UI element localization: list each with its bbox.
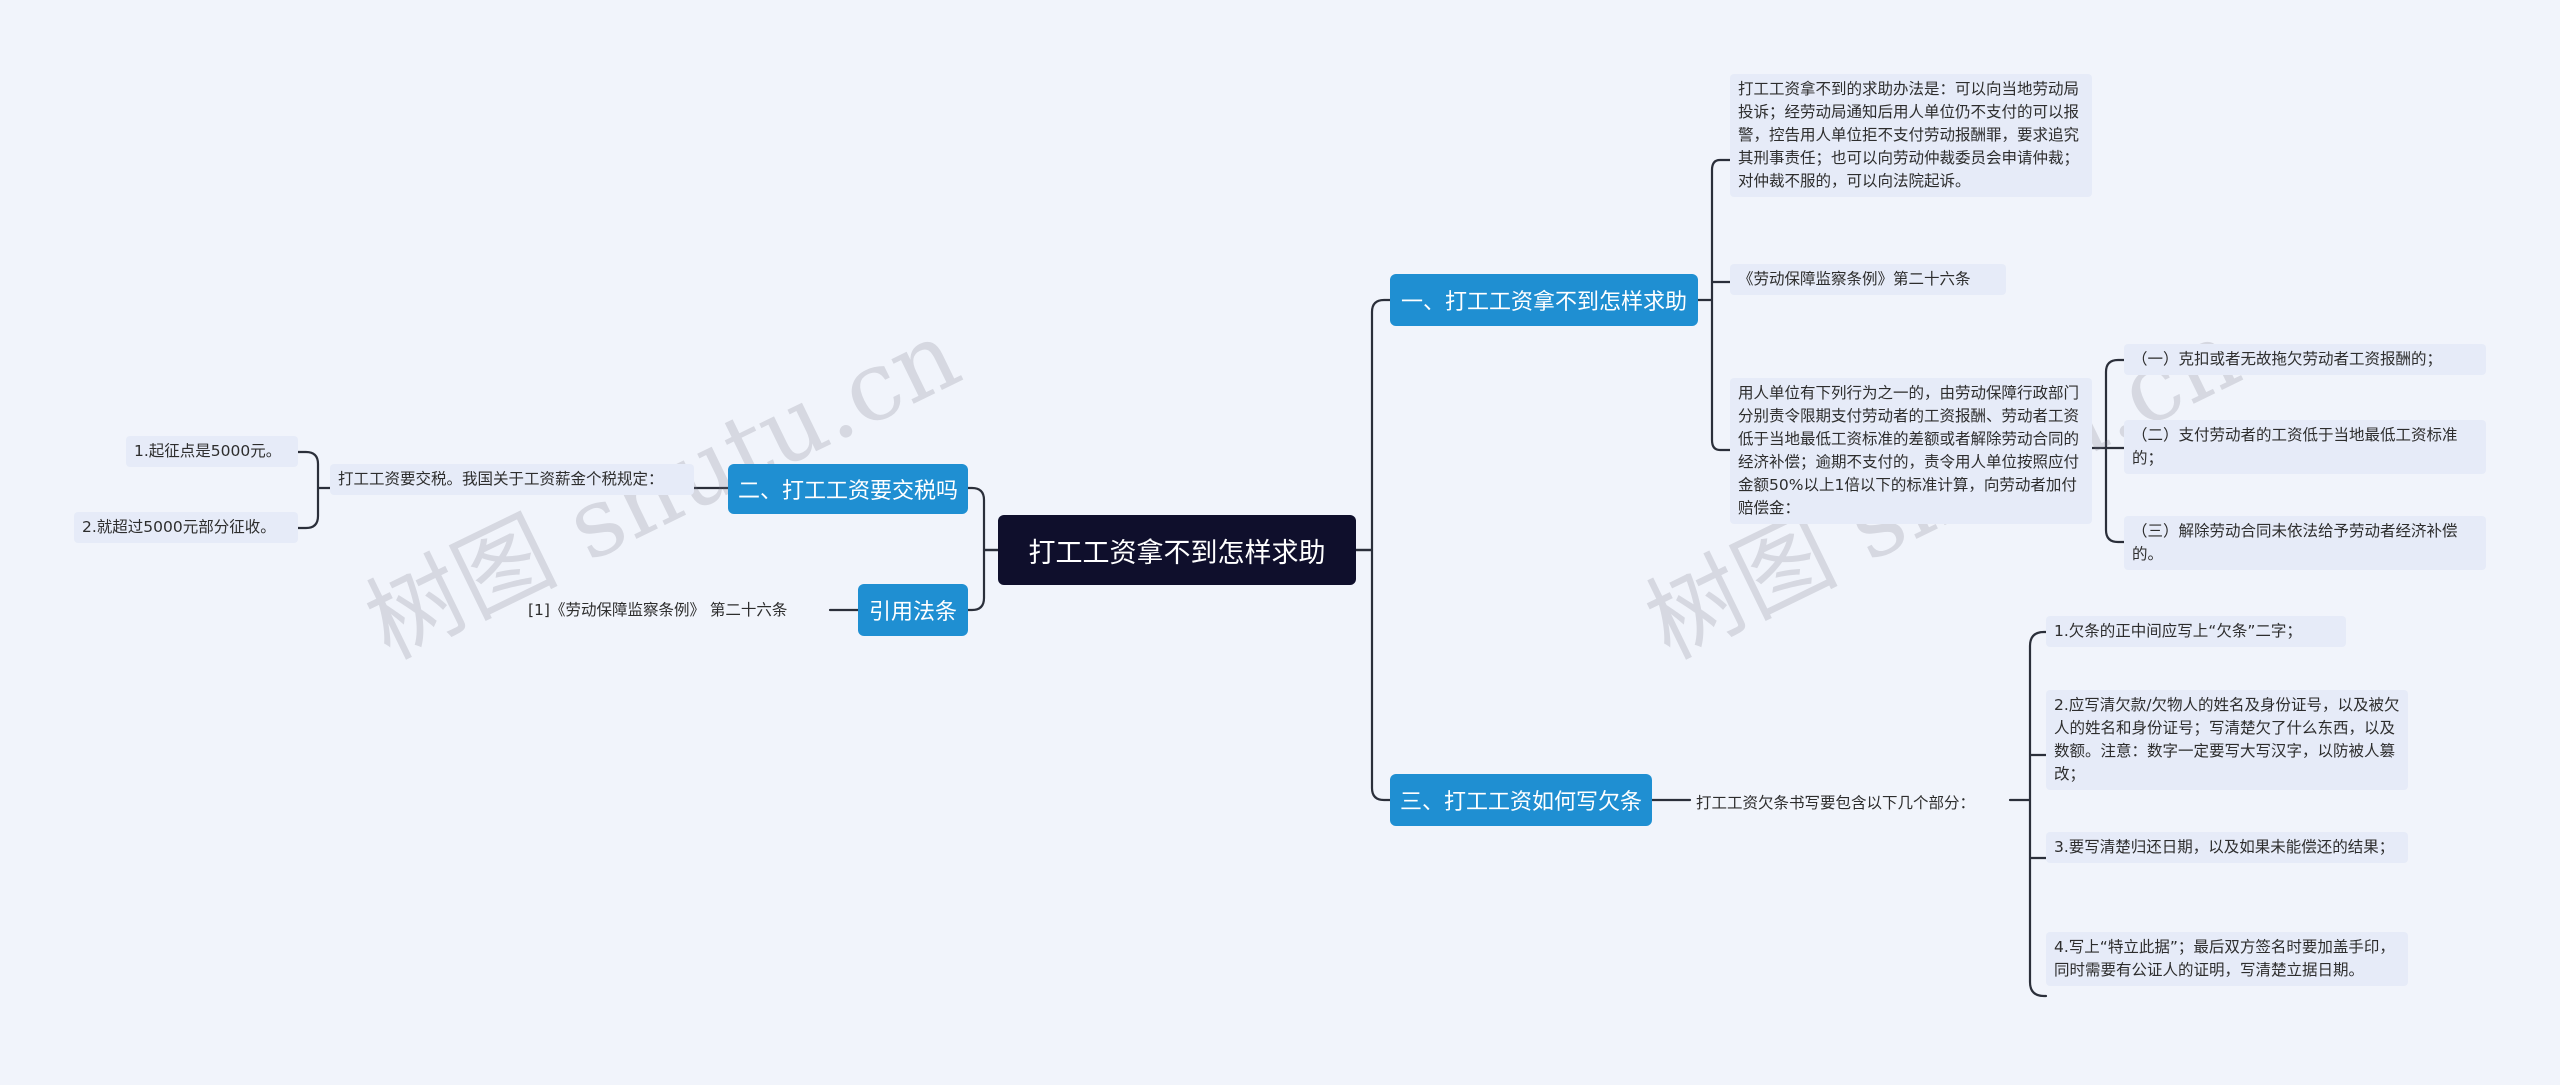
cited-law-text: [1]《劳动保障监察条例》 第二十六条 — [528, 601, 788, 619]
link-root-b2 — [966, 486, 1000, 552]
violation-item-1: （一）克扣或者无故拖欠劳动者工资报酬的； — [2124, 344, 2486, 375]
iou-parts-intro: 打工工资欠条书写要包含以下几个部分： — [1696, 794, 1976, 812]
branch-iou[interactable]: 三、打工工资如何写欠条 — [1390, 774, 1652, 826]
link-root-b3 — [966, 548, 1000, 612]
root-node[interactable]: 打工工资拿不到怎样求助 — [998, 515, 1356, 585]
branch-cited-law-label: 引用法条 — [868, 600, 957, 625]
branch-get-help[interactable]: 一、打工工资拿不到怎样求助 — [1390, 274, 1698, 326]
regulation-article-26: 《劳动保障监察条例》第二十六条 — [1730, 264, 2006, 295]
link-b4-grandchildren — [2008, 630, 2048, 998]
branch-tax[interactable]: 二、打工工资要交税吗 — [728, 464, 968, 514]
employer-violation-text: 用人单位有下列行为之一的，由劳动保障行政部门分别责令限期支付劳动者的工资报酬、劳… — [1730, 378, 2092, 524]
link-root-b4 — [1354, 548, 1392, 802]
link-b2-grandchildren — [296, 450, 332, 530]
branch-tax-label: 二、打工工资要交税吗 — [737, 479, 958, 504]
iou-part-1: 1.欠条的正中间应写上“欠条”二字； — [2046, 616, 2346, 647]
link-c3-children — [2090, 358, 2126, 544]
branch-iou-label: 三、打工工资如何写欠条 — [1399, 790, 1642, 815]
link-root-b1 — [1354, 298, 1392, 552]
violation-item-3: （三）解除劳动合同未依法给予劳动者经济补偿的。 — [2124, 516, 2486, 570]
tax-excess: 2.就超过5000元部分征收。 — [74, 512, 298, 543]
branch-cited-law[interactable]: 引用法条 — [858, 584, 968, 636]
tax-threshold: 1.起征点是5000元。 — [126, 436, 298, 467]
branch-get-help-label: 一、打工工资拿不到怎样求助 — [1400, 290, 1687, 315]
help-methods-text: 打工工资拿不到的求助办法是：可以向当地劳动局投诉；经劳动局通知后用人单位仍不支付… — [1730, 74, 2092, 197]
iou-part-3: 3.要写清楚归还日期，以及如果未能偿还的结果； — [2046, 832, 2408, 863]
iou-part-4: 4.写上“特立此据”；最后双方签名时要加盖手印，同时需要有公证人的证明，写清楚立… — [2046, 932, 2408, 986]
iou-part-2: 2.应写清欠款/欠物人的姓名及身份证号，以及被欠人的姓名和身份证号；写清楚欠了什… — [2046, 690, 2408, 790]
root-label: 打工工资拿不到怎样求助 — [1028, 537, 1326, 569]
violation-item-2: （二）支付劳动者的工资低于当地最低工资标准的； — [2124, 420, 2486, 474]
link-b1-children — [1696, 158, 1732, 452]
tax-rule-text: 打工工资要交税。我国关于工资薪金个税规定： — [330, 464, 694, 495]
